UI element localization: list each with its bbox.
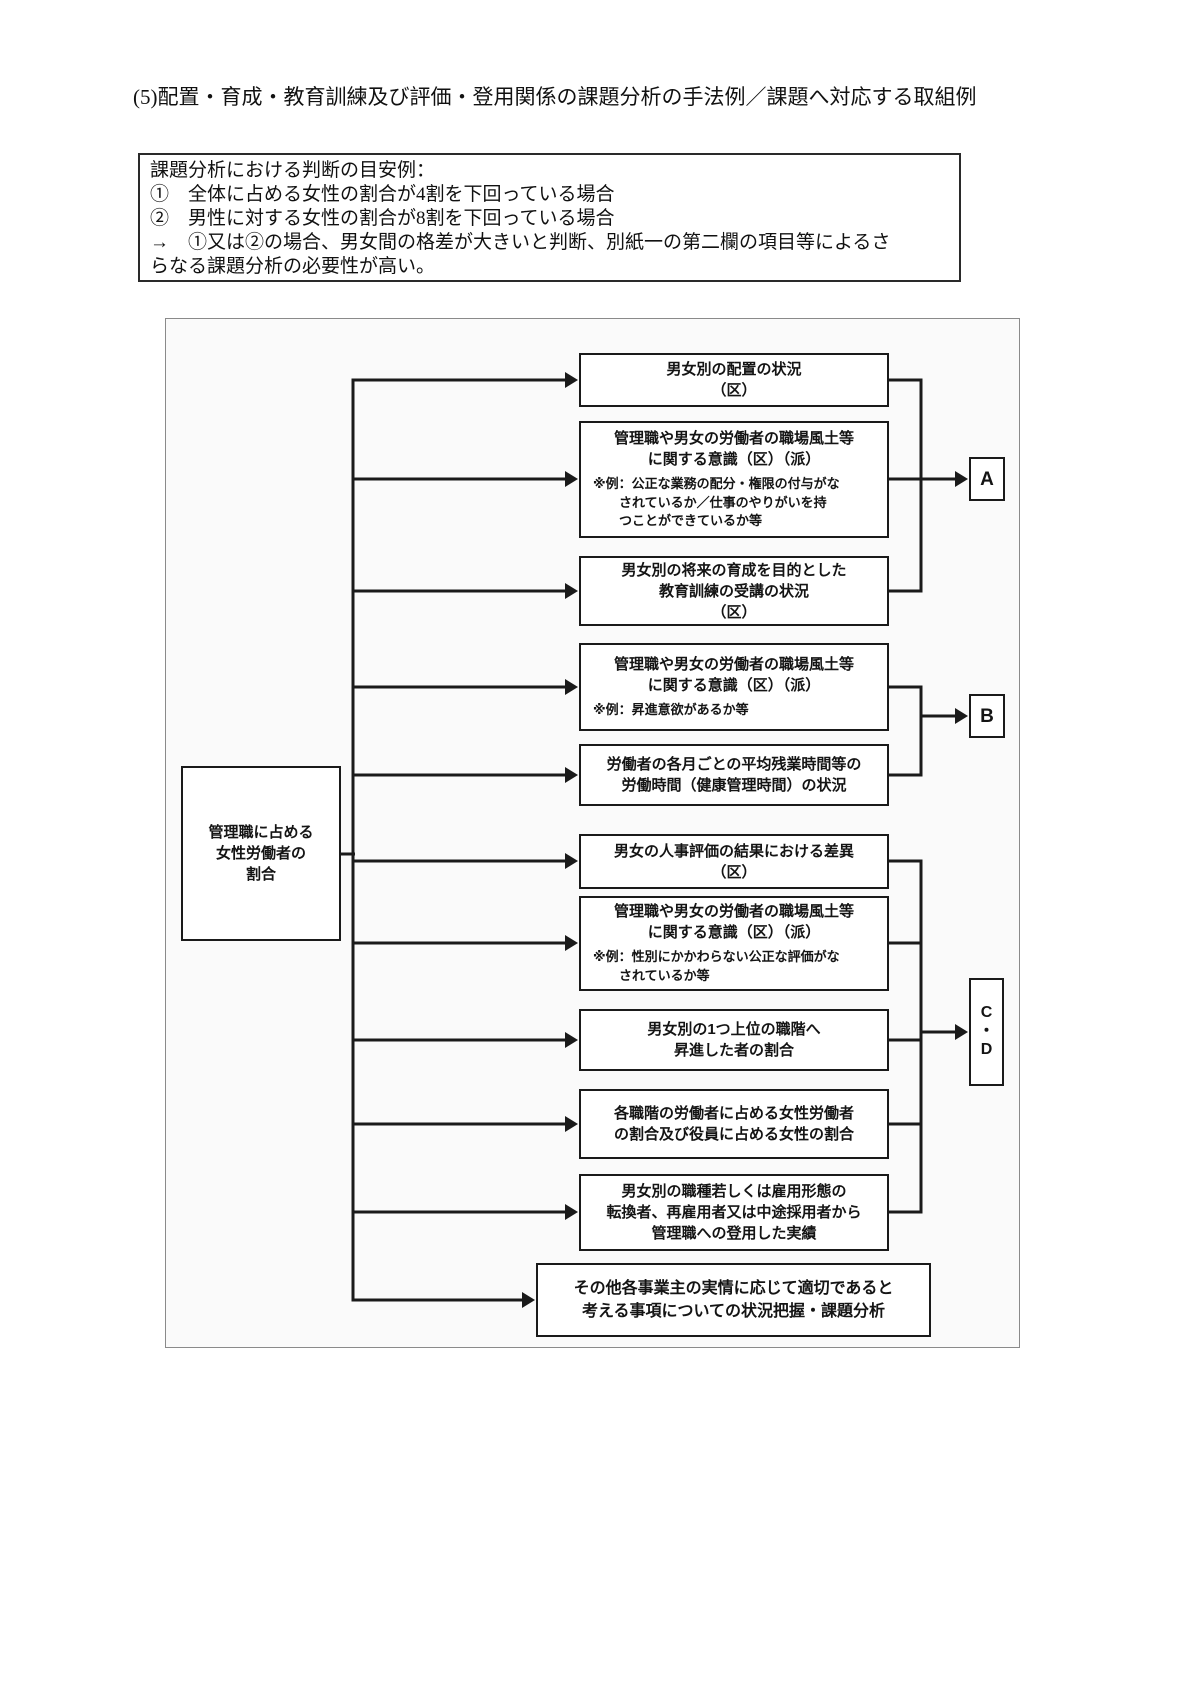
flow-connectors-graphic (341, 372, 968, 1308)
flow-box-title: 男女の人事評価の結果における差異 （区） (613, 842, 854, 881)
group-label-cd-text: C ・ D (978, 1004, 995, 1059)
flow-box-title: 労働者の各月ごとの平均残業時間等の 労働時間（健康管理時間）の状況 (606, 756, 862, 794)
criteria-line-2: ② 男性に対する女性の割合が8割を下回っている場合 (150, 208, 615, 229)
group-label-a: A (969, 457, 1005, 501)
flow-box-note: ※例：昇進意欲があるか等 (593, 702, 749, 718)
flowchart: 管理職に占める 女性労働者の 割合 男女別の配置の状況 （区） 管理職や男女の労… (165, 318, 1020, 1348)
criteria-line-heading: 課題分析における判断の目安例： (150, 160, 436, 181)
flow-box-workplace-culture-awareness-a: 管理職や男女の労働者の職場風土等 に関する意識（区）（派） ※例：公正な業務の配… (579, 421, 889, 538)
flow-box-source: 管理職に占める 女性労働者の 割合 (181, 766, 341, 941)
criteria-box: 課題分析における判断の目安例： ① 全体に占める女性の割合が4割を下回っている場… (138, 153, 961, 282)
flow-box-title: 男女別の配置の状況 （区） (666, 361, 802, 399)
criteria-line-conclusion: → ①又は②の場合、男女間の格差が大きいと判断、別紙一の第二欄の項目等によるさ (150, 232, 891, 253)
flow-box-title: 各職階の労働者に占める女性労働者 の割合及び役員に占める女性の割合 (613, 1105, 854, 1143)
flow-box-workplace-culture-awareness-b: 管理職や男女の労働者の職場風土等 に関する意識（区）（派） ※例：昇進意欲がある… (579, 643, 889, 731)
flow-box-title: 男女別の将来の育成を目的とした 教育訓練の受講の状況 （区） (621, 561, 847, 621)
flow-box-workplace-culture-awareness-cd: 管理職や男女の労働者の職場風土等 に関する意識（区）（派） ※例：性別にかかわら… (579, 896, 889, 991)
flow-box-evaluation-gap: 男女の人事評価の結果における差異 （区） (579, 834, 889, 889)
criteria-line-1: ① 全体に占める女性の割合が4割を下回っている場合 (150, 184, 615, 205)
flow-box-note: ※例：性別にかかわらない公正な評価がな されているか等 (593, 949, 840, 983)
flow-box-women-ratio-by-rank: 各職階の労働者に占める女性労働者 の割合及び役員に占める女性の割合 (579, 1089, 889, 1159)
flow-box-title: 管理職や男女の労働者の職場風土等 に関する意識（区）（派） (613, 656, 854, 695)
flow-box-title: 管理職や男女の労働者の職場風土等 に関する意識（区）（派） (613, 429, 854, 468)
flow-box-career-conversion: 男女別の職種若しくは雇用形態の 転換者、再雇用者又は中途採用者から 管理職への登… (579, 1174, 889, 1251)
flow-box-note: ※例：公正な業務の配分・権限の付与がな されているか／仕事のやりがいを持 つこと… (593, 475, 840, 529)
flow-box-training-participation: 男女別の将来の育成を目的とした 教育訓練の受講の状況 （区） (579, 556, 889, 626)
flow-box-title: 男女別の1つ上位の職階へ 昇進した者の割合 (647, 1021, 821, 1059)
page-title: (5)配置・育成・教育訓練及び評価・登用関係の課題分析の手法例／課題へ対応する取… (133, 85, 977, 109)
flow-box-overtime-hours: 労働者の各月ごとの平均残業時間等の 労働時間（健康管理時間）の状況 (579, 744, 889, 806)
flow-box-other-matters: その他各事業主の実情に応じて適切であると 考える事項についての状況把握・課題分析 (536, 1263, 931, 1337)
flow-box-placement-status: 男女別の配置の状況 （区） (579, 353, 889, 407)
flow-box-title: 管理職や男女の労働者の職場風土等 に関する意識（区）（派） (613, 903, 854, 942)
group-label-b-text: B (980, 705, 994, 727)
group-label-a-text: A (980, 468, 994, 490)
group-label-b: B (969, 694, 1005, 738)
flow-box-promotion-rate: 男女別の1つ上位の職階へ 昇進した者の割合 (579, 1009, 889, 1071)
flow-box-source-title: 管理職に占める 女性労働者の 割合 (208, 824, 314, 883)
criteria-line-conclusion-cont: らなる課題分析の必要性が高い。 (150, 256, 436, 277)
flow-box-title: 男女別の職種若しくは雇用形態の 転換者、再雇用者又は中途採用者から 管理職への登… (606, 1183, 862, 1242)
group-label-cd: C ・ D (969, 978, 1004, 1086)
flow-box-title: その他各事業主の実情に応じて適切であると 考える事項についての状況把握・課題分析 (573, 1279, 894, 1320)
